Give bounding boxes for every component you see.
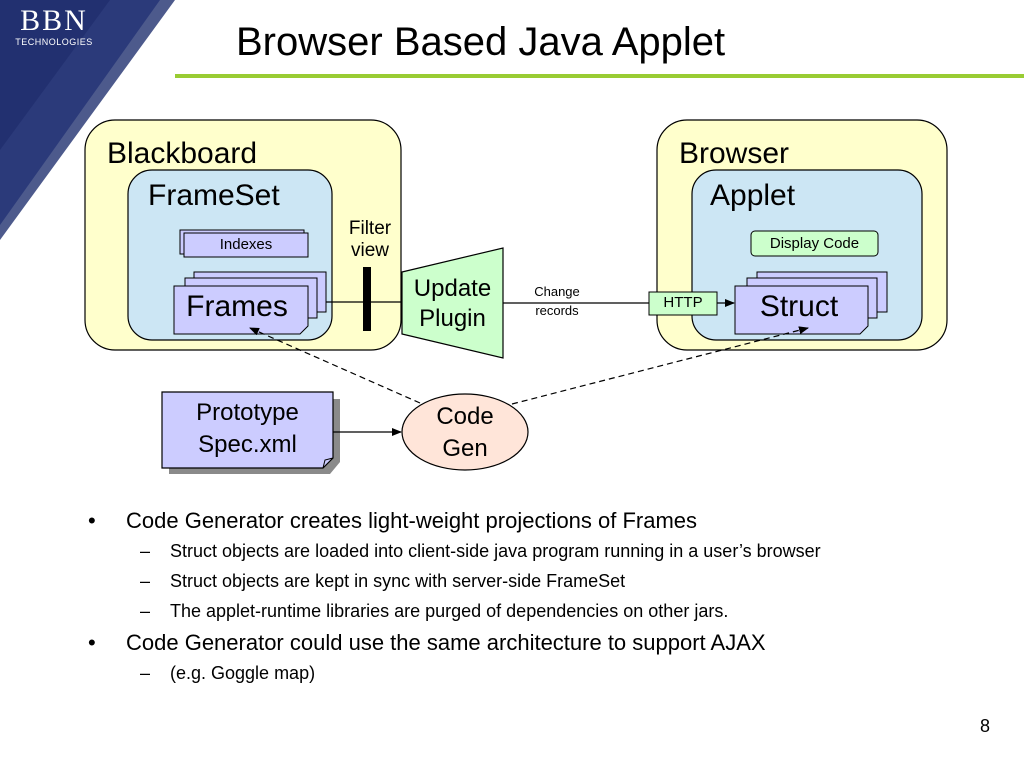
frames-label: Frames bbox=[186, 290, 288, 323]
sub-bullet-item: – Struct objects are loaded into client-… bbox=[80, 540, 950, 562]
bullet-item: • Code Generator creates light-weight pr… bbox=[80, 508, 950, 534]
browser-label: Browser bbox=[679, 137, 790, 170]
applet-label: Applet bbox=[710, 179, 796, 212]
bullet-marker: • bbox=[88, 630, 96, 655]
dash-marker: – bbox=[140, 571, 151, 591]
prototype-spec-label: Prototype Spec.xml bbox=[162, 397, 333, 461]
plugin-label: Plugin bbox=[419, 305, 486, 332]
indexes-label: Indexes bbox=[219, 236, 273, 253]
filter-view-label: Filter view bbox=[340, 218, 400, 262]
prototype-spec-doc bbox=[161, 391, 340, 474]
spec-xml-label: Spec.xml bbox=[198, 431, 297, 458]
sub-bullet-text: The applet-runtime libraries are purged … bbox=[170, 601, 729, 621]
sub-bullet-item: – Struct objects are kept in sync with s… bbox=[80, 570, 950, 592]
records-label: records bbox=[535, 303, 579, 318]
page-number: 8 bbox=[979, 716, 990, 736]
sub-bullet-text: (e.g. Goggle map) bbox=[170, 663, 316, 683]
update-plugin-shape bbox=[401, 247, 504, 359]
sub-bullet-text: Struct objects are loaded into client-si… bbox=[170, 541, 821, 561]
change-records-label: Change records bbox=[520, 282, 594, 320]
struct-stack bbox=[734, 271, 888, 335]
code-label: Code bbox=[436, 403, 494, 430]
slide-title: Browser Based Java Applet bbox=[236, 20, 726, 64]
logo-main-text: BBN bbox=[20, 4, 88, 37]
sub-bullet-item: – (e.g. Goggle map) bbox=[80, 662, 950, 684]
sub-bullet-item: – The applet-runtime libraries are purge… bbox=[80, 600, 950, 622]
blackboard-label: Blackboard bbox=[107, 137, 258, 170]
frames-stack bbox=[173, 271, 327, 335]
bullet-marker: • bbox=[88, 508, 96, 533]
dash-marker: – bbox=[140, 601, 151, 621]
frameset-label: FrameSet bbox=[148, 179, 280, 212]
architecture-diagram bbox=[84, 119, 948, 474]
codegen-to-struct-dashed-arrow bbox=[511, 326, 809, 405]
bullet-text: Code Generator could use the same archit… bbox=[126, 630, 766, 655]
update-plugin-label: Update Plugin bbox=[402, 274, 503, 334]
update-label: Update bbox=[413, 275, 492, 302]
display-code-box bbox=[750, 230, 879, 257]
filter-bar bbox=[363, 267, 371, 331]
dash-marker: – bbox=[140, 541, 151, 561]
corner-graphic bbox=[0, 0, 175, 240]
bullet-list: • Code Generator creates light-weight pr… bbox=[80, 508, 950, 692]
bullet-item: • Code Generator could use the same arch… bbox=[80, 630, 950, 656]
gen-label: Gen bbox=[442, 435, 488, 462]
bbn-logo: BBN TECHNOLOGIES bbox=[10, 4, 98, 48]
prototype-label: Prototype bbox=[196, 399, 299, 426]
struct-label: Struct bbox=[759, 290, 839, 323]
filter-label: Filter bbox=[348, 218, 392, 239]
codegen-to-frames-dashed-arrow bbox=[249, 327, 421, 404]
http-label: HTTP bbox=[663, 294, 703, 311]
logo-sub-text: TECHNOLOGIES bbox=[15, 37, 93, 47]
bullet-text: Code Generator creates light-weight proj… bbox=[126, 508, 698, 533]
code-gen-label: Code Gen bbox=[402, 401, 528, 465]
sub-bullet-text: Struct objects are kept in sync with ser… bbox=[170, 571, 626, 591]
display-code-label: Display Code bbox=[769, 235, 860, 252]
code-gen-oval bbox=[401, 393, 529, 471]
dash-marker: – bbox=[140, 663, 151, 683]
view-label: view bbox=[350, 240, 389, 261]
title-divider bbox=[175, 74, 1024, 78]
indexes-stack bbox=[179, 229, 309, 258]
change-label: Change bbox=[534, 284, 580, 299]
